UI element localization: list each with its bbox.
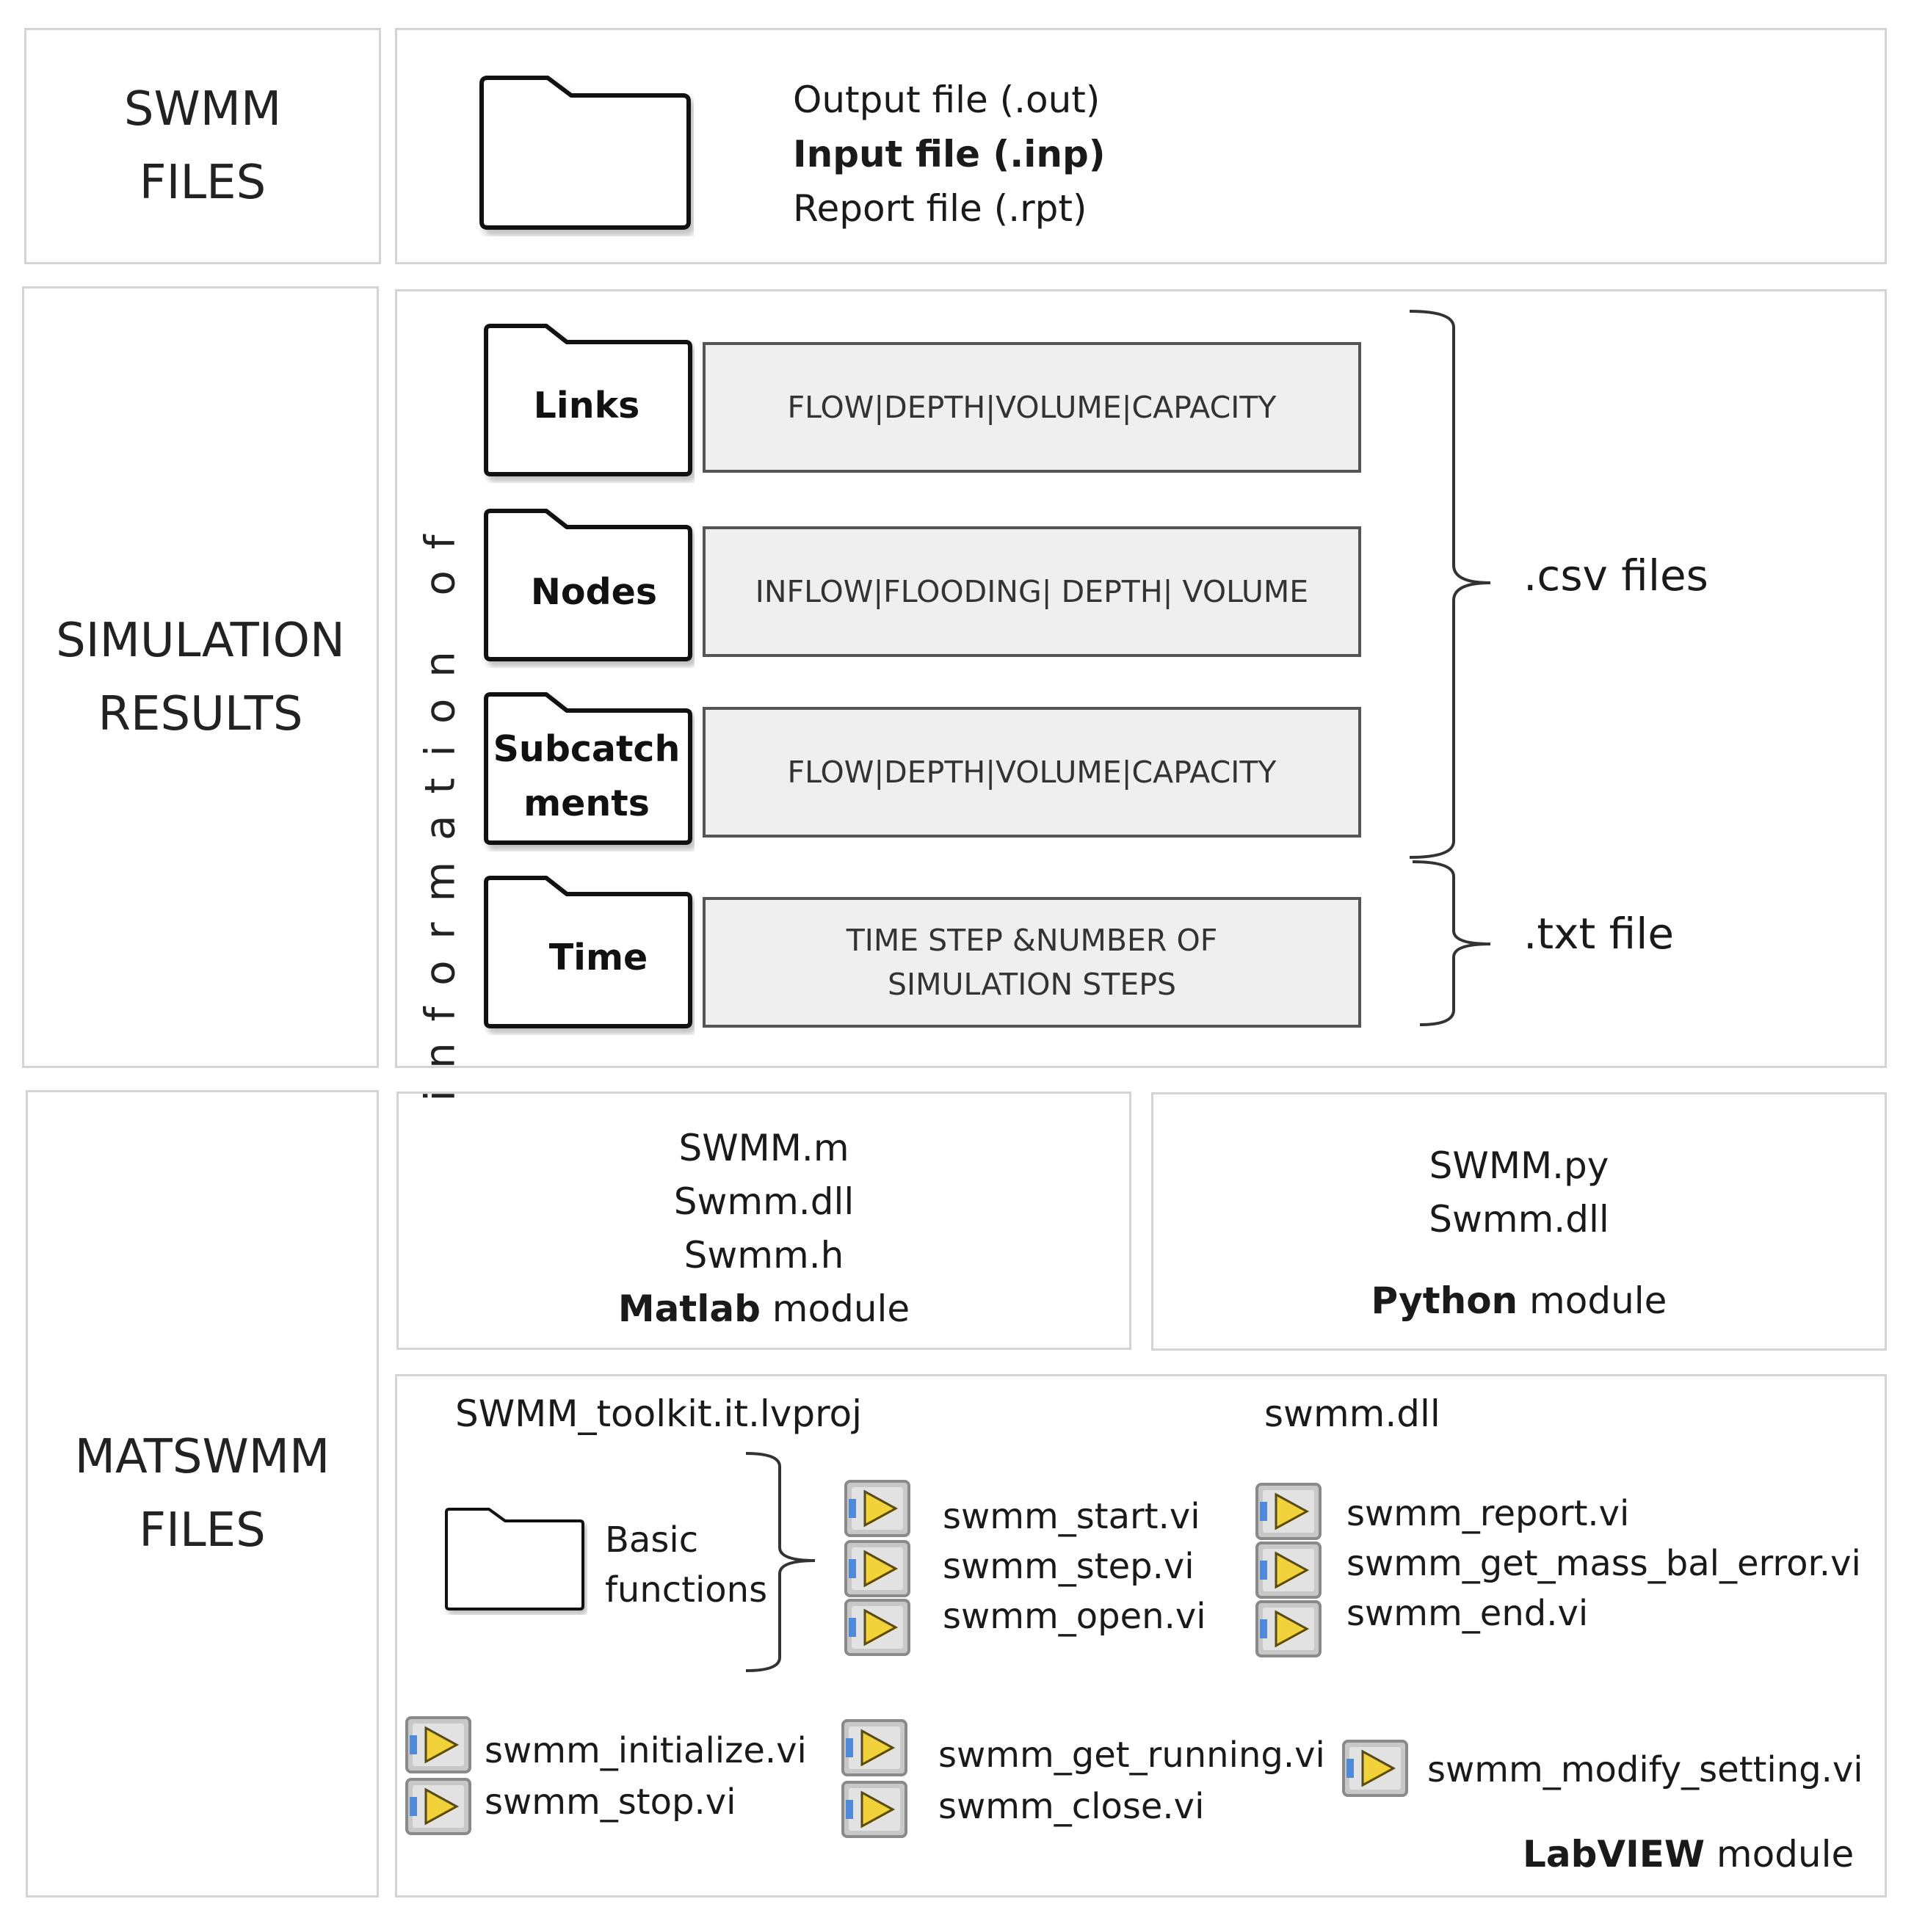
basic-vi-list-left: swmm_start.vi swmm_step.vi swmm_open.vi: [943, 1492, 1206, 1641]
swmm-files-label-panel: [24, 28, 381, 264]
folder-icon: [479, 76, 691, 230]
labview-vi-icon: [841, 1781, 907, 1838]
vi-name: swmm_get_mass_bal_error.vi: [1346, 1543, 1861, 1584]
labview-vi-icon: [1255, 1541, 1322, 1599]
python-file-py: SWMM.py: [1429, 1144, 1609, 1187]
labview-module-panel: [395, 1374, 1887, 1898]
matlab-module-suffix: module: [760, 1288, 910, 1330]
csv-brace: [1409, 310, 1491, 859]
folder-icon: [445, 1508, 584, 1610]
vi-name: swmm_start.vi: [943, 1496, 1200, 1537]
links-folder-label: Links: [533, 385, 640, 426]
report-file-label: Report file (.rpt): [793, 187, 1087, 230]
vi-name: swmm_stop.vi: [485, 1782, 736, 1823]
vi-name: swmm_initialize.vi: [485, 1730, 807, 1771]
other-vi-list-1: swmm_initialize.vi swmm_stop.vi: [485, 1725, 807, 1828]
python-module-panel: [1151, 1092, 1887, 1351]
vi-name: swmm_modify_setting.vi: [1427, 1749, 1863, 1790]
basic-functions-brace: [745, 1452, 816, 1672]
txt-brace: [1412, 860, 1491, 1026]
labview-module-caption: LabVIEW module: [1523, 1828, 1854, 1881]
time-folder-label: Time: [548, 937, 648, 978]
labview-vi-icon: [841, 1719, 907, 1776]
labview-vi-icon: [844, 1599, 910, 1656]
vi-name: swmm_close.vi: [938, 1786, 1205, 1827]
labview-vi-icon: [1255, 1483, 1322, 1540]
txt-file-label: .txt file: [1523, 909, 1675, 959]
swmm-files-heading: SWMM FILES: [123, 82, 282, 210]
python-file-dll: Swmm.dll: [1429, 1198, 1609, 1241]
other-vi-list-2: swmm_get_running.vi swmm_close.vi: [938, 1729, 1325, 1832]
matlab-module-caption: Matlab module: [396, 1282, 1131, 1336]
labview-module-suffix: module: [1705, 1833, 1855, 1875]
labview-vi-icon: [1342, 1740, 1408, 1797]
subcatchments-folder-label: Subcatch ments: [493, 728, 681, 824]
vertical-info-label: information of: [416, 513, 465, 1102]
input-file-label: Input file (.inp): [793, 133, 1106, 175]
simulation-results-heading: SIMULATION RESULTS: [56, 613, 345, 741]
python-file-list: SWMM.py Swmm.dll: [1151, 1139, 1887, 1246]
other-vi-list-3: swmm_modify_setting.vi: [1427, 1744, 1863, 1795]
matswmm-files-label-panel: [26, 1090, 379, 1898]
labview-project-file: SWMM_toolkit.it.lvproj: [455, 1392, 863, 1435]
matswmm-files-heading: MATSWMM FILES: [74, 1430, 330, 1558]
labview-vi-icon: [844, 1480, 910, 1537]
vi-name: swmm_step.vi: [943, 1546, 1195, 1587]
matlab-file-h: Swmm.h: [684, 1234, 844, 1276]
python-module-suffix: module: [1518, 1279, 1667, 1322]
csv-files-label: .csv files: [1523, 551, 1708, 600]
matlab-file-m: SWMM.m: [678, 1127, 849, 1169]
labview-vi-icon: [844, 1540, 910, 1597]
matlab-module-panel: [396, 1092, 1131, 1350]
labview-vi-icon: [405, 1716, 471, 1773]
links-fields-box: FLOW|DEPTH|VOLUME|CAPACITY: [703, 342, 1361, 473]
matlab-file-dll: Swmm.dll: [673, 1180, 855, 1223]
output-file-label: Output file (.out): [793, 79, 1101, 121]
labview-vi-icon: [405, 1778, 471, 1835]
matlab-module-name: Matlab: [617, 1288, 761, 1330]
labview-module-name: LabVIEW: [1523, 1833, 1705, 1875]
vi-name: swmm_end.vi: [1346, 1593, 1589, 1634]
vi-name: swmm_get_running.vi: [938, 1735, 1325, 1776]
matlab-file-list: SWMM.m Swmm.dll Swmm.h Matlab module: [396, 1122, 1131, 1336]
folder-icon: [484, 692, 692, 845]
nodes-fields-box: INFLOW|FLOODING| DEPTH| VOLUME: [703, 526, 1361, 657]
labview-dll-file: swmm.dll: [1264, 1392, 1440, 1435]
python-module-caption: Python module: [1151, 1274, 1887, 1328]
folder-icon: [484, 509, 692, 661]
nodes-folder-label: Nodes: [530, 571, 658, 613]
python-module-name: Python: [1371, 1279, 1518, 1322]
labview-vi-icon: [1255, 1600, 1322, 1657]
simulation-results-label-panel: [22, 286, 379, 1068]
basic-vi-list-right: swmm_report.vi swmm_get_mass_bal_error.v…: [1346, 1489, 1861, 1638]
subcatchments-fields-box: FLOW|DEPTH|VOLUME|CAPACITY: [703, 707, 1361, 838]
vi-name: swmm_open.vi: [943, 1596, 1206, 1637]
folder-icon: [484, 876, 692, 1028]
time-fields-box: TIME STEP &NUMBER OF SIMULATION STEPS: [703, 897, 1361, 1028]
folder-icon: [484, 324, 692, 476]
basic-functions-label: Basic functions: [605, 1519, 768, 1610]
vi-name: swmm_report.vi: [1346, 1493, 1630, 1534]
